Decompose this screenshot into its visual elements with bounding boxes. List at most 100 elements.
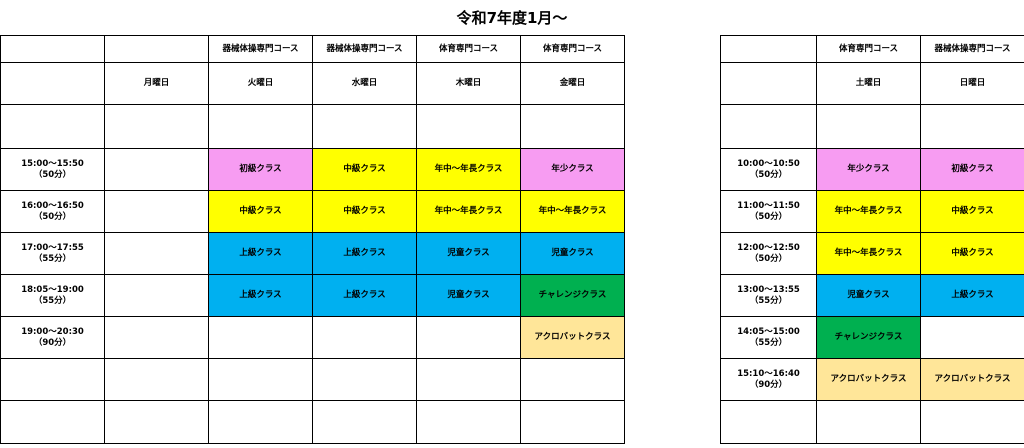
weekday-blank-cell — [520, 104, 625, 149]
time-range: 17:00～17:55 — [21, 242, 84, 253]
weekend-class-cell — [920, 316, 1024, 359]
time-range: 15:10～16:40 — [737, 368, 800, 379]
weekend-course-header: 体育専門コース — [816, 35, 921, 63]
weekend-course-header — [720, 35, 817, 63]
weekday-class-cell: 児童クラス — [416, 232, 521, 275]
weekday-day-header: 火曜日 — [208, 62, 313, 105]
weekend-time-cell: 12:00～12:50（50分） — [720, 232, 817, 275]
weekday-time-cell: 18:05～19:00（55分） — [0, 274, 105, 317]
page-title: 令和7年度1月～ — [456, 9, 568, 27]
weekend-class-cell: 中級クラス — [920, 190, 1024, 233]
weekend-blank-cell — [920, 104, 1024, 149]
weekday-class-cell: 初級クラス — [208, 148, 313, 191]
weekday-class-cell — [312, 316, 417, 359]
weekday-class-cell: 年中～年長クラス — [416, 148, 521, 191]
weekday-class-cell: 年中～年長クラス — [520, 190, 625, 233]
weekday-class-cell: チャレンジクラス — [520, 274, 625, 317]
weekday-time-cell: 15:00～15:50（50分） — [0, 148, 105, 191]
weekend-day-header — [720, 62, 817, 105]
weekday-time-cell: 19:00～20:30（90分） — [0, 316, 105, 359]
time-range: 12:00～12:50 — [737, 242, 800, 253]
weekday-class-cell: 年中～年長クラス — [416, 190, 521, 233]
weekday-class-cell — [104, 232, 209, 275]
weekday-day-header — [0, 62, 105, 105]
weekday-course-header: 体育専門コース — [416, 35, 521, 63]
duration: （50分） — [33, 211, 72, 222]
weekend-time-cell: 11:00～11:50（50分） — [720, 190, 817, 233]
weekday-class-cell — [104, 148, 209, 191]
weekend-class-cell: 上級クラス — [920, 274, 1024, 317]
weekday-blank-cell — [104, 104, 209, 149]
weekday-class-cell — [416, 358, 521, 401]
weekday-time-cell — [0, 358, 105, 401]
time-range: 15:00～15:50 — [21, 158, 84, 169]
weekend-class-cell: チャレンジクラス — [816, 316, 921, 359]
weekend-class-cell: アクロバットクラス — [816, 358, 921, 401]
weekday-class-cell — [104, 358, 209, 401]
weekday-class-cell — [312, 358, 417, 401]
weekend-time-cell: 15:10～16:40（90分） — [720, 358, 817, 401]
weekend-class-cell: 初級クラス — [920, 148, 1024, 191]
weekend-time-cell: 10:00～10:50（50分） — [720, 148, 817, 191]
weekend-blank-cell — [720, 104, 817, 149]
weekday-course-header: 器械体操専門コース — [208, 35, 313, 63]
weekend-blank-cell — [816, 104, 921, 149]
time-range: 16:00～16:50 — [21, 200, 84, 211]
duration: （50分） — [749, 253, 788, 264]
weekday-class-cell — [520, 400, 625, 444]
time-range: 18:05～19:00 — [21, 284, 84, 295]
duration: （55分） — [749, 337, 788, 348]
weekend-class-cell: 中級クラス — [920, 232, 1024, 275]
weekday-class-cell — [416, 316, 521, 359]
weekday-class-cell: 上級クラス — [312, 274, 417, 317]
weekend-class-cell — [816, 400, 921, 444]
weekday-course-header — [0, 35, 105, 63]
weekday-day-header: 月曜日 — [104, 62, 209, 105]
duration: （55分） — [33, 253, 72, 264]
weekday-day-header: 木曜日 — [416, 62, 521, 105]
weekday-day-header: 金曜日 — [520, 62, 625, 105]
weekday-class-cell: 中級クラス — [312, 148, 417, 191]
weekday-course-header — [104, 35, 209, 63]
weekday-class-cell: 児童クラス — [520, 232, 625, 275]
weekday-schedule-table: 器械体操専門コース器械体操専門コース体育専門コース体育専門コース月曜日火曜日水曜… — [0, 35, 625, 444]
duration: （55分） — [749, 295, 788, 306]
weekday-time-cell: 17:00～17:55（55分） — [0, 232, 105, 275]
weekday-day-header: 水曜日 — [312, 62, 417, 105]
weekend-class-cell: 年少クラス — [816, 148, 921, 191]
weekday-class-cell — [208, 400, 313, 444]
duration: （55分） — [33, 295, 72, 306]
time-range: 10:00～10:50 — [737, 158, 800, 169]
weekday-blank-cell — [0, 104, 105, 149]
weekday-blank-cell — [208, 104, 313, 149]
weekday-class-cell: 上級クラス — [208, 274, 313, 317]
time-range: 14:05～15:00 — [737, 326, 800, 337]
weekend-time-cell — [720, 400, 817, 444]
weekday-class-cell: 上級クラス — [312, 232, 417, 275]
time-range: 11:00～11:50 — [737, 200, 800, 211]
duration: （90分） — [749, 379, 788, 390]
weekday-class-cell: 上級クラス — [208, 232, 313, 275]
weekday-time-cell — [0, 400, 105, 444]
weekday-class-cell: アクロバットクラス — [520, 316, 625, 359]
weekend-class-cell — [920, 400, 1024, 444]
weekday-blank-cell — [312, 104, 417, 149]
weekday-course-header: 体育専門コース — [520, 35, 625, 63]
weekday-class-cell — [104, 316, 209, 359]
duration: （50分） — [33, 169, 72, 180]
weekend-class-cell: 年中～年長クラス — [816, 232, 921, 275]
weekday-class-cell: 中級クラス — [208, 190, 313, 233]
duration: （50分） — [749, 211, 788, 222]
weekday-class-cell — [520, 358, 625, 401]
weekday-class-cell: 中級クラス — [312, 190, 417, 233]
weekday-class-cell — [104, 400, 209, 444]
time-range: 13:00～13:55 — [737, 284, 800, 295]
weekday-class-cell — [208, 316, 313, 359]
weekday-class-cell — [104, 274, 209, 317]
time-range: 19:00～20:30 — [21, 326, 84, 337]
weekend-course-header: 器械体操専門コース — [920, 35, 1024, 63]
weekend-class-cell: アクロバットクラス — [920, 358, 1024, 401]
weekend-time-cell: 13:00～13:55（55分） — [720, 274, 817, 317]
duration: （50分） — [749, 169, 788, 180]
duration: （90分） — [33, 337, 72, 348]
